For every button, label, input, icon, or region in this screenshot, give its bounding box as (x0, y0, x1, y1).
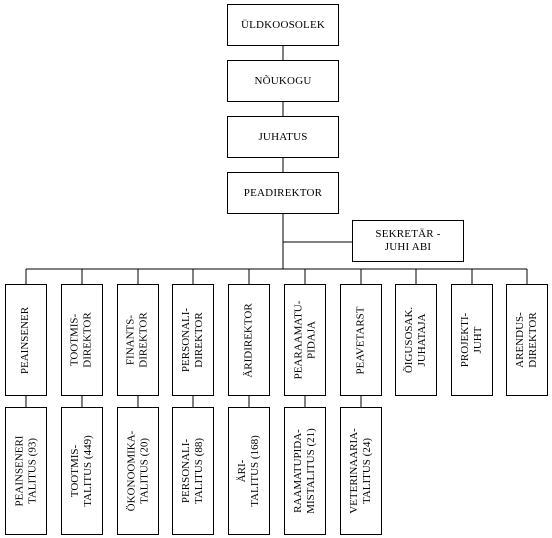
box-juhatus: JUHATUS (227, 116, 339, 158)
box-department-5: RAAMATUPIDA-MISTALITUS (21) (284, 407, 326, 535)
box-department-1: TOOTMIS-TALITUS (449) (61, 407, 103, 535)
box-noukogu-label: NÕUKOGU (254, 74, 312, 87)
box-department-3-label: PERSONALI-TALITUS (88) (180, 437, 205, 505)
box-sekretar-label: SEKRETÄR -JUHI ABI (375, 228, 441, 253)
box-director-4-label: ÄRIDIREKTOR (242, 302, 255, 378)
box-director-2: FINANTS-DIREKTOR (117, 284, 159, 396)
box-director-7-label: ÕIGUSOSAK.JUHATAJA (403, 306, 428, 374)
box-department-1-label: TOOTMIS-TALITUS (449) (69, 435, 94, 507)
box-department-4: ÄRI-TALITUS (168) (228, 407, 270, 535)
box-department-4-label: ÄRI-TALITUS (168) (236, 435, 261, 507)
box-director-6-label: PEAVETARST (354, 306, 367, 374)
box-director-1: TOOTMIS-DIREKTOR (61, 284, 103, 396)
box-director-6: PEAVETARST (340, 284, 382, 396)
box-director-0-label: PEAINSENER (19, 306, 32, 374)
box-director-3-label: PERSONALI-DIREKTOR (180, 307, 206, 373)
box-department-5-label: RAAMATUPIDA-MISTALITUS (21) (292, 428, 317, 514)
box-director-0: PEAINSENER (5, 284, 47, 396)
box-sekretar: SEKRETÄR -JUHI ABI (352, 220, 464, 262)
box-department-6: VETERINAARIA-TALITUS (24) (340, 407, 382, 535)
box-director-3: PERSONALI-DIREKTOR (172, 284, 214, 396)
box-department-2: ÖKONOOMIKA-TALITUS (20) (117, 407, 159, 535)
box-department-6-label: VETERINAARIA-TALITUS (24) (348, 428, 374, 514)
box-director-8-label: PROJEKTI-JUHT (459, 312, 485, 368)
box-director-9: ARENDUS-DIREKTOR (506, 284, 548, 396)
box-uldkoosolek: ÜLDKOOSOLEK (227, 4, 339, 46)
box-director-4: ÄRIDIREKTOR (228, 284, 270, 396)
box-director-2-label: FINANTS-DIREKTOR (125, 312, 151, 368)
box-director-7: ÕIGUSOSAK.JUHATAJA (395, 284, 437, 396)
box-director-5-label: PEARAAMATU-PIDAJA (292, 300, 317, 380)
box-department-3: PERSONALI-TALITUS (88) (172, 407, 214, 535)
box-director-5: PEARAAMATU-PIDAJA (284, 284, 326, 396)
box-director-8: PROJEKTI-JUHT (451, 284, 493, 396)
box-department-2-label: ÖKONOOMIKA-TALITUS (20) (125, 430, 151, 512)
box-peadirektor-label: PEADIREKTOR (243, 186, 323, 199)
box-director-9-label: ARENDUS-DIREKTOR (514, 312, 539, 368)
box-noukogu: NÕUKOGU (227, 60, 339, 102)
box-peadirektor: PEADIREKTOR (227, 172, 339, 214)
box-uldkoosolek-label: ÜLDKOOSOLEK (240, 18, 326, 31)
box-director-1-label: TOOTMIS-DIREKTOR (69, 312, 95, 368)
box-juhatus-label: JUHATUS (258, 130, 308, 143)
